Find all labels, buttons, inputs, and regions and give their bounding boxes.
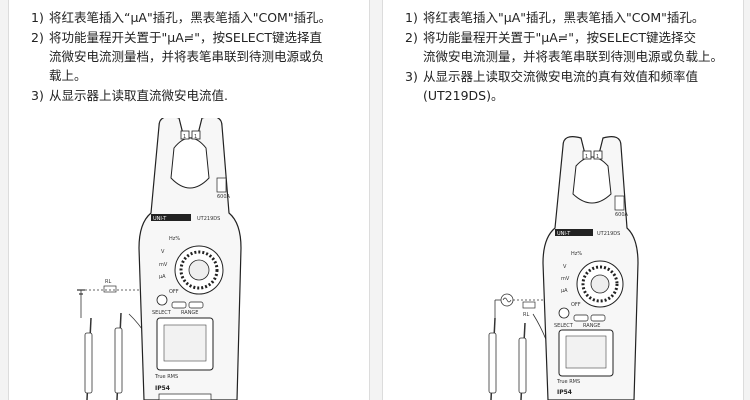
dial-label-v: V xyxy=(563,264,567,270)
dial-label-v: V xyxy=(161,249,165,255)
step-2: 2)将功能量程开关置于"μA≓"，按SELECT键选择交 流微安电流测量，并将表… xyxy=(405,30,724,64)
dial-label-ua: μA xyxy=(561,288,568,294)
step-3: 3)从显示器上读取交流微安电流的真有效值和频率值 (UT219DS)。 xyxy=(405,69,699,103)
load-label: RL xyxy=(105,279,111,285)
jaw-mark-2: 1 xyxy=(596,154,599,160)
brand-logo: UNI-T xyxy=(153,216,167,222)
range-label: RANGE xyxy=(181,310,198,316)
ac-source-icon: RL xyxy=(494,293,548,318)
step-list: 1)将红表笔插入“μA"插孔，黑表笔插入"COM"插孔。 2)将功能量程开关置于… xyxy=(31,8,367,106)
dc-source-icon: RL xyxy=(77,279,144,318)
dc-measurement-illustration: RL 1 1 600A UNI-T UT219DS xyxy=(9,118,369,400)
step-3: 3)从显示器上读取直流微安电流值. xyxy=(31,88,228,103)
true-rms-label: True RMS xyxy=(154,374,178,380)
off-label: OFF xyxy=(571,302,581,308)
range-label: RANGE xyxy=(583,323,600,329)
step-1: 1)将红表笔插入“μA"插孔，黑表笔插入"COM"插孔。 xyxy=(31,10,332,25)
jaw-mark-2: 1 xyxy=(194,134,197,140)
select-label: SELECT xyxy=(554,323,574,329)
dial-label-hz: Hz% xyxy=(169,236,180,242)
step-1: 1)将红表笔插入"μA"插孔，黑表笔插入"COM"插孔。 xyxy=(405,10,705,25)
select-label: SELECT xyxy=(152,310,172,316)
instruction-panel-ac: 1)将红表笔插入"μA"插孔，黑表笔插入"COM"插孔。 2)将功能量程开关置于… xyxy=(382,0,744,400)
jaw-mark-1: 1 xyxy=(183,134,186,140)
dial-label-mv: mV xyxy=(159,262,168,268)
true-rms-label: True RMS xyxy=(556,379,580,385)
clamp-meter-icon: RL 1 1 600A UNI-T UT219DS xyxy=(77,118,242,400)
clamp-meter-icon: RL 1 1 600A UNI-T UT219DS xyxy=(488,136,639,400)
test-lead-icon xyxy=(84,312,160,400)
ip-label: IP54 xyxy=(557,389,572,396)
step-2: 2)将功能量程开关置于"μA≓"，按SELECT键选择直 流微安电流测量档，并将… xyxy=(31,30,325,83)
model-label: UT219DS xyxy=(597,231,620,237)
dial-label-hz: Hz% xyxy=(571,251,582,257)
side-label: 600A xyxy=(615,212,629,218)
instruction-panel-dc: 1)将红表笔插入“μA"插孔，黑表笔插入"COM"插孔。 2)将功能量程开关置于… xyxy=(8,0,370,400)
brand-logo: UNI-T xyxy=(557,231,571,237)
off-label: OFF xyxy=(169,289,179,295)
load-label: RL xyxy=(523,312,529,318)
jaw-mark-1: 1 xyxy=(585,154,588,160)
model-label: UT219DS xyxy=(197,216,220,222)
dial-label-mv: mV xyxy=(561,276,570,282)
step-list: 1)将红表笔插入"μA"插孔，黑表笔插入"COM"插孔。 2)将功能量程开关置于… xyxy=(405,8,741,106)
ip-label: IP54 xyxy=(155,385,170,392)
dial-label-ua: μA xyxy=(159,274,166,280)
ac-measurement-illustration: RL 1 1 600A UNI-T UT219DS xyxy=(383,118,743,400)
side-label: 600A xyxy=(217,194,231,200)
